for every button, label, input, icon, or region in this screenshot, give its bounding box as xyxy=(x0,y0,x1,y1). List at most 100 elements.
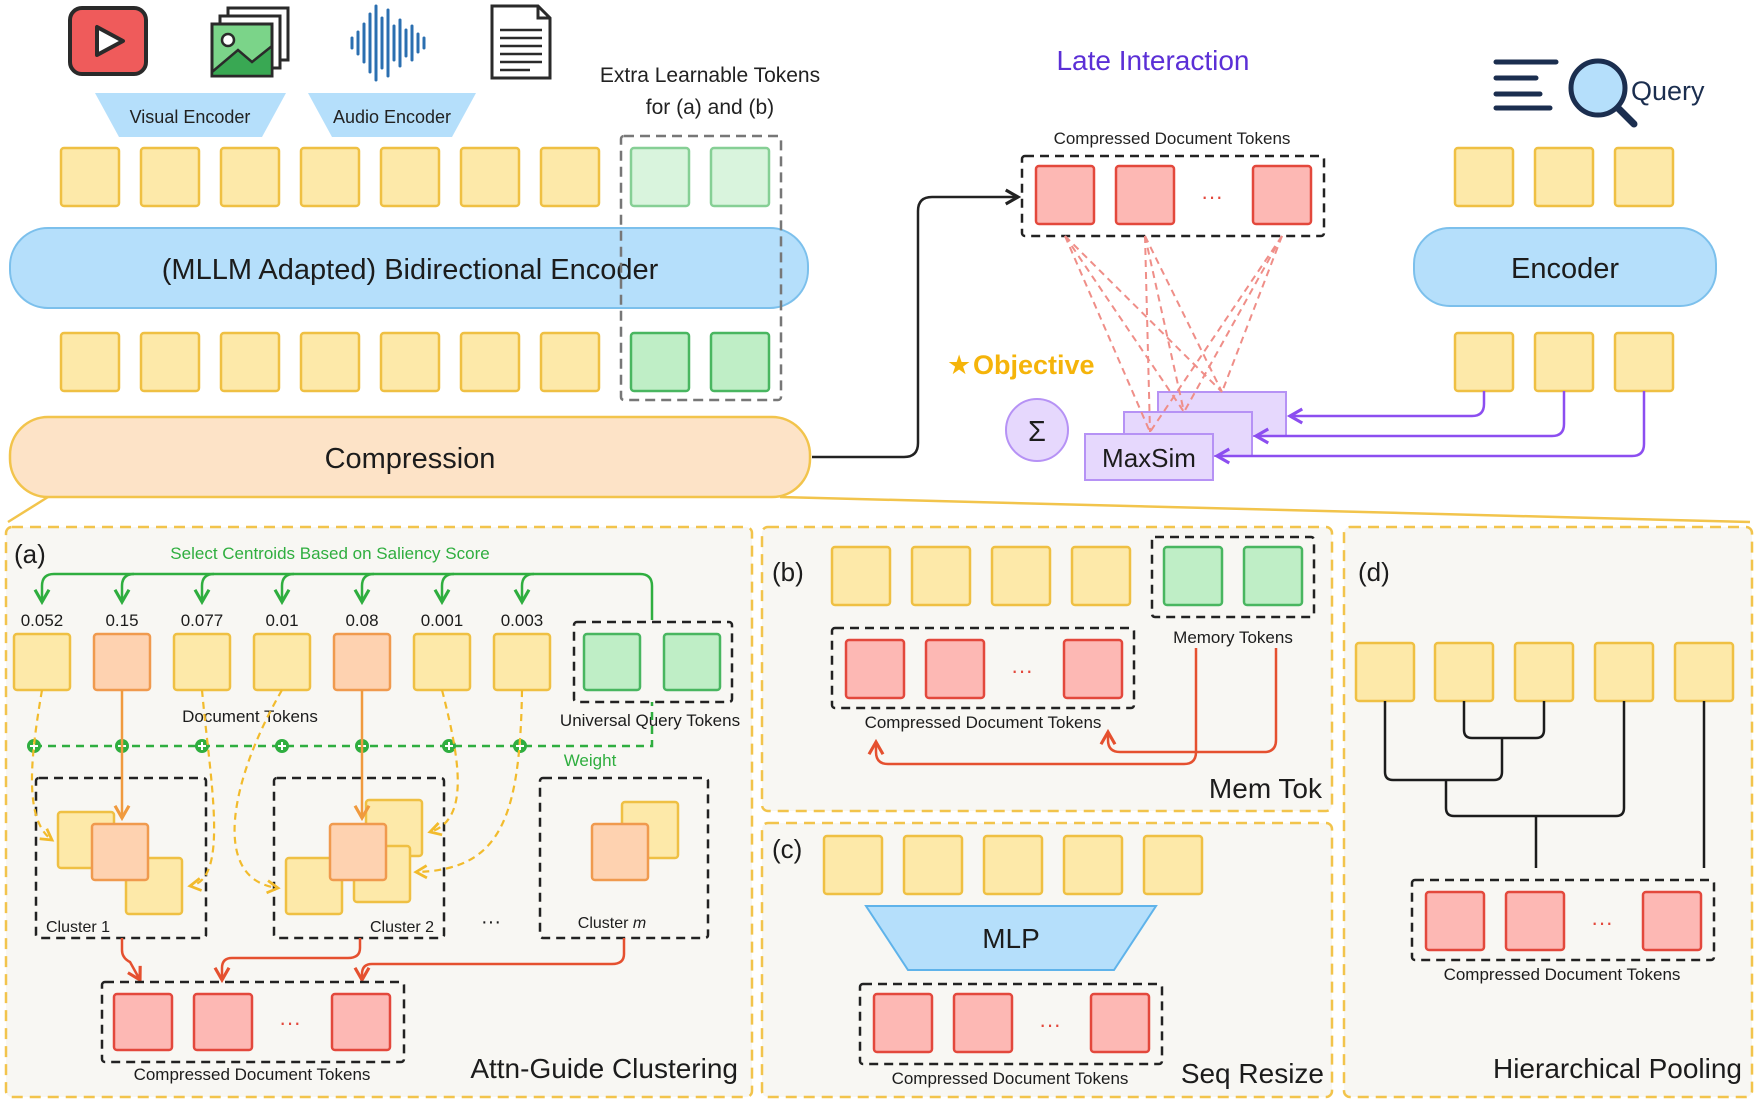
objective-star-icon: ★ xyxy=(947,350,971,380)
score-6: 0.001 xyxy=(421,611,464,630)
score-7: 0.003 xyxy=(501,611,544,630)
li-ellipsis: ··· xyxy=(1201,184,1223,209)
cluster-1-centroid xyxy=(90,822,150,882)
maxsim-card-front xyxy=(1084,433,1214,481)
cluster-1-label: Cluster 1 xyxy=(46,919,110,936)
centroid-arrows xyxy=(113,690,371,822)
memory-tokens-label: Memory Tokens xyxy=(1173,628,1293,647)
video-icon xyxy=(68,6,148,76)
input-document-tokens xyxy=(59,146,601,208)
memory-tokens-frame xyxy=(1150,535,1316,619)
output-document-tokens xyxy=(59,331,601,393)
panel-d-compressed-tokens xyxy=(1424,890,1703,952)
panel-d-compressed-label: Compressed Document Tokens xyxy=(1444,965,1681,984)
weight-label: Weight xyxy=(564,751,617,770)
zoom-connector-right xyxy=(779,495,1751,524)
select-centroids-label: Select Centroids Based on Saliency Score xyxy=(170,544,489,563)
bidirectional-encoder xyxy=(9,227,809,309)
weight-line xyxy=(34,702,654,748)
query-to-maxsim-arrows xyxy=(1213,391,1646,465)
compression-block xyxy=(8,415,812,499)
panel-c-ellipsis: ··· xyxy=(1039,1012,1061,1037)
bidirectional-encoder-label: (MLLM Adapted) Bidirectional Encoder xyxy=(162,254,659,286)
cluster-to-compressed-arrows xyxy=(120,938,626,984)
audio-encoder-block xyxy=(308,93,476,137)
saliency-scores: 0.052 0.15 0.077 0.01 0.08 0.001 0.003 xyxy=(21,611,544,630)
cluster-2-centroid xyxy=(328,822,388,882)
audio-waveform-icon xyxy=(350,4,426,82)
objective-label: Objective xyxy=(973,350,1095,380)
score-2: 0.15 xyxy=(105,611,138,630)
panel-c-compressed-label: Compressed Document Tokens xyxy=(892,1069,1129,1088)
query-label: Query xyxy=(1631,76,1705,106)
assignment-arrows xyxy=(30,689,524,895)
panel-c-tag: (c) xyxy=(772,834,802,864)
maxsim-label: MaxSim xyxy=(1102,443,1196,473)
panel-a-ellipsis: ··· xyxy=(279,1010,301,1035)
panel-c-compressed-tokens xyxy=(872,992,1151,1054)
panel-a-document-tokens xyxy=(12,632,552,692)
panel-a-compressed-frame xyxy=(100,980,406,1064)
panel-b-compressed-label: Compressed Document Tokens xyxy=(865,713,1102,732)
input-learnable-tokens xyxy=(629,146,771,208)
sigma-icon: Σ xyxy=(1028,416,1046,448)
panel-c-compressed-frame xyxy=(858,982,1164,1066)
universal-query-frame xyxy=(572,620,734,704)
visual-encoder-block xyxy=(95,93,286,137)
mlp-block xyxy=(864,905,1158,971)
panel-d-document-tokens xyxy=(1354,641,1735,703)
compression-label: Compression xyxy=(325,443,496,475)
query-encoder-label: Encoder xyxy=(1511,253,1619,285)
query-output-tokens xyxy=(1453,331,1675,393)
query-input-tokens xyxy=(1453,146,1675,208)
panel-b-title: Mem Tok xyxy=(1209,773,1323,804)
cluster-m-var: m xyxy=(633,915,646,932)
audio-encoder-label: Audio Encoder xyxy=(333,107,451,127)
late-interaction-lines xyxy=(1064,235,1283,433)
cluster-m-word: Cluster xyxy=(578,915,629,932)
centroid-selection-arrows xyxy=(33,572,654,620)
document-icon xyxy=(490,4,552,80)
query-search-icon xyxy=(1493,58,1638,128)
universal-query-tokens xyxy=(582,632,722,692)
mlp-label: MLP xyxy=(982,923,1040,954)
panel-b-compressed-frame xyxy=(830,626,1136,710)
panel-b-tag: (b) xyxy=(772,557,804,587)
visual-encoder-label: Visual Encoder xyxy=(130,107,251,127)
cluster-m-centroid xyxy=(590,822,650,882)
pooling-tree xyxy=(1383,701,1706,868)
memory-to-compressed-arrows xyxy=(867,648,1278,766)
panel-a-tag: (a) xyxy=(14,539,46,569)
panel-b-compressed-tokens xyxy=(844,638,1124,700)
panel-a-title: Attn-Guide Clustering xyxy=(470,1053,738,1084)
panel-c-document-tokens xyxy=(822,834,1204,896)
score-4: 0.01 xyxy=(265,611,298,630)
panel-d xyxy=(1342,525,1754,1099)
extra-tokens-label-line2: for (a) and (b) xyxy=(646,96,774,119)
li-compressed-label: Compressed Document Tokens xyxy=(1054,129,1291,148)
score-5: 0.08 xyxy=(345,611,378,630)
panel-d-tag: (d) xyxy=(1358,557,1390,587)
compression-to-late-interaction-arrow xyxy=(812,188,1022,459)
universal-query-label: Universal Query Tokens xyxy=(560,711,740,730)
cluster-m-label: Cluster m xyxy=(578,915,646,932)
extra-tokens-label-line1: Extra Learnable Tokens xyxy=(600,64,820,87)
extra-tokens-frame xyxy=(619,134,783,402)
panel-c-title: Seq Resize xyxy=(1181,1058,1324,1089)
li-compressed-tokens xyxy=(1034,164,1313,226)
score-3: 0.077 xyxy=(181,611,224,630)
query-encoder xyxy=(1413,227,1717,307)
panel-d-ellipsis: ··· xyxy=(1591,910,1613,935)
cluster-2-label: Cluster 2 xyxy=(370,919,434,936)
panel-a-compressed-label: Compressed Document Tokens xyxy=(134,1065,371,1084)
output-learnable-tokens xyxy=(629,331,771,393)
zoom-connector-left xyxy=(7,495,49,524)
panel-b-document-tokens xyxy=(830,545,1132,607)
panel-b-ellipsis: ··· xyxy=(1011,658,1033,683)
document-tokens-label: Document Tokens xyxy=(182,707,318,726)
image-gallery-icon xyxy=(210,6,290,78)
panel-a-compressed-tokens xyxy=(112,992,392,1052)
li-compressed-frame xyxy=(1020,154,1326,238)
panel-d-title: Hierarchical Pooling xyxy=(1493,1053,1742,1084)
